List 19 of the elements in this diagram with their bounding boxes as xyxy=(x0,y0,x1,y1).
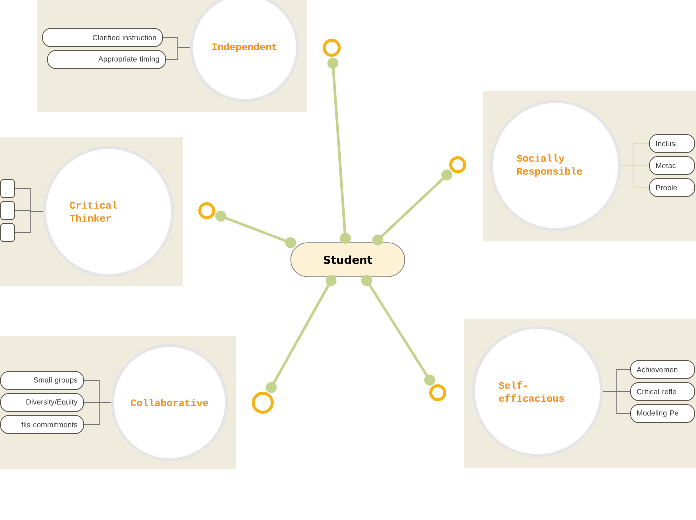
connector-line xyxy=(216,210,296,249)
connector-line xyxy=(372,170,453,246)
ring-marker xyxy=(323,39,341,57)
connector-line xyxy=(328,58,352,244)
subtopic-box xyxy=(0,223,16,242)
connector-line xyxy=(620,165,650,188)
connector-line xyxy=(84,402,112,426)
ring-marker xyxy=(252,392,274,414)
central-topic-box: Student xyxy=(290,242,406,278)
connector-line xyxy=(602,391,631,414)
connector-line xyxy=(361,275,436,386)
ring-marker xyxy=(198,202,216,220)
connector-line xyxy=(14,211,44,234)
subtopic-box xyxy=(0,201,16,220)
ring-marker xyxy=(450,156,466,174)
ring-marker xyxy=(430,384,446,402)
connector-line xyxy=(266,275,337,394)
subtopic-box xyxy=(0,179,16,198)
connector-line xyxy=(166,47,191,60)
